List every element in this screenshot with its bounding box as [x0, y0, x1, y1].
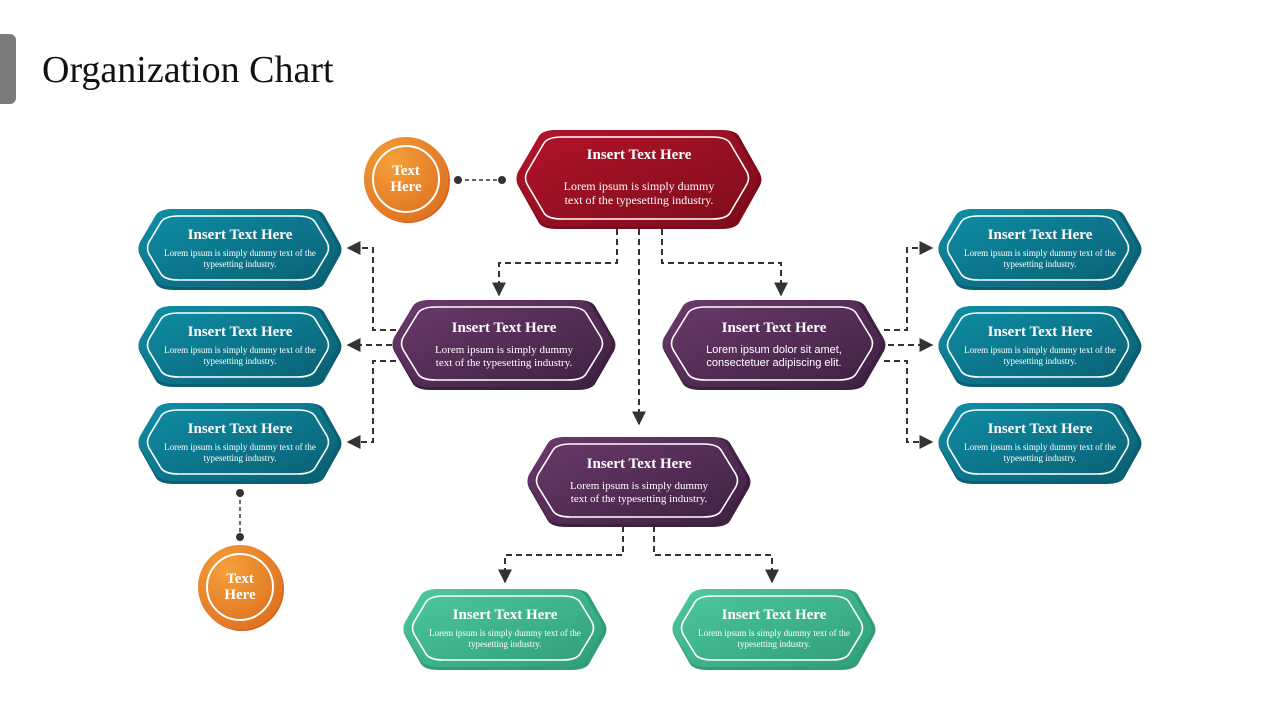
badge-circle-inner: Text Here [206, 553, 274, 621]
connector-dot [454, 176, 462, 184]
hexagon-inner-outline [411, 595, 595, 661]
connector-dot [236, 533, 244, 541]
org-node-body: Lorem ipsum is simply dummy text of the … [164, 345, 316, 366]
hexagon-fill [516, 130, 758, 226]
badge-circle-inner: Text Here [372, 145, 440, 213]
hexagon-inner-outline [146, 215, 330, 281]
org-node-title: Insert Text Here [987, 227, 1093, 243]
hexagon-shape [403, 589, 607, 670]
org-node-mid-left[interactable]: Insert Text Here Lorem ipsum is simply d… [390, 299, 618, 391]
badge-line-2: Here [224, 587, 256, 603]
org-node-title: Insert Text Here [586, 147, 692, 163]
hexagon-fill [672, 589, 872, 667]
page-title: Organization Chart [42, 49, 334, 91]
org-node-body: Lorem ipsum is simply dummy text of the … [429, 628, 581, 649]
org-node-title: Insert Text Here [586, 456, 692, 472]
hexagon-shape [672, 589, 876, 670]
org-node-top[interactable]: Insert Text Here Lorem ipsum is simply d… [514, 129, 764, 230]
badge-line-1: Text [226, 571, 254, 587]
hexagon-inner-outline [524, 136, 750, 220]
connector-top-to-mid-right [661, 229, 788, 297]
hexagon-inner-outline [680, 595, 864, 661]
org-node-body: Lorem ipsum is simply dummy text of the … [164, 248, 316, 269]
hexagon-shape [938, 306, 1142, 387]
org-node-bottom-2[interactable]: Insert Text Here Lorem ipsum is simply d… [670, 588, 878, 671]
hexagon-inner-outline [146, 312, 330, 378]
slide-accent-bar [0, 34, 16, 104]
org-node-body: Lorem ipsum is simply dummy text of the … [964, 345, 1116, 366]
connector-dot [236, 489, 244, 497]
connector-mid-right-to-right-1 [884, 241, 934, 331]
hexagon-shape [138, 403, 342, 484]
org-node-title: Insert Text Here [451, 320, 557, 336]
hexagon-fill [138, 306, 338, 384]
hexagon-fill [138, 209, 338, 287]
hexagon-shape [138, 306, 342, 387]
hexagon-shape [527, 437, 751, 527]
hexagon-shape [516, 130, 762, 229]
hexagon-fill [662, 300, 882, 387]
hexagon-fill [392, 300, 612, 387]
org-node-left-1[interactable]: Insert Text Here Lorem ipsum is simply d… [136, 208, 344, 291]
org-node-title: Insert Text Here [187, 421, 293, 437]
hexagon-inner-outline [946, 215, 1130, 281]
org-node-body: Lorem ipsum is simply dummy text of the … [434, 344, 574, 369]
hexagon-fill [527, 437, 747, 524]
org-node-body: Lorem ipsum dolor sit amet, consectetuer… [706, 344, 842, 369]
org-node-body: Lorem ipsum is simply dummy text of the … [698, 628, 850, 649]
org-node-title: Insert Text Here [987, 421, 1093, 437]
hexagon-fill [938, 403, 1138, 481]
hexagon-shape [392, 300, 616, 390]
hexagon-shape [938, 209, 1142, 290]
badge-circle-top[interactable]: Text Here [364, 137, 448, 221]
org-node-left-3[interactable]: Insert Text Here Lorem ipsum is simply d… [136, 402, 344, 485]
org-node-body: Lorem ipsum is simply dummy text of the … [569, 480, 709, 505]
org-node-body: Lorem ipsum is simply dummy text of the … [964, 248, 1116, 269]
org-node-title: Insert Text Here [187, 324, 293, 340]
hexagon-fill [138, 403, 338, 481]
hexagon-fill [403, 589, 603, 667]
org-node-center[interactable]: Insert Text Here Lorem ipsum is simply d… [525, 436, 753, 528]
hexagon-fill [938, 306, 1138, 384]
connector-center-to-bottom-2 [653, 526, 779, 584]
hexagon-shape [138, 209, 342, 290]
org-node-body: Lorem ipsum is simply dummy text of the … [563, 179, 715, 207]
hexagon-inner-outline [400, 306, 604, 381]
org-node-title: Insert Text Here [452, 607, 558, 623]
connector-mid-left-to-left-3 [346, 360, 396, 449]
org-node-body: Lorem ipsum is simply dummy text of the … [164, 442, 316, 463]
org-node-title: Insert Text Here [721, 320, 827, 336]
connector-top-to-mid-left [492, 229, 618, 297]
org-node-title: Insert Text Here [721, 607, 827, 623]
org-node-mid-right[interactable]: Insert Text Here Lorem ipsum dolor sit a… [660, 299, 888, 391]
org-node-right-1[interactable]: Insert Text Here Lorem ipsum is simply d… [936, 208, 1144, 291]
hexagon-inner-outline [535, 443, 739, 518]
hexagon-fill [938, 209, 1138, 287]
org-node-right-3[interactable]: Insert Text Here Lorem ipsum is simply d… [936, 402, 1144, 485]
org-node-title: Insert Text Here [987, 324, 1093, 340]
org-node-body: Lorem ipsum is simply dummy text of the … [964, 442, 1116, 463]
hexagon-inner-outline [670, 306, 874, 381]
connector-mid-right-to-right-3 [884, 360, 934, 449]
hexagon-inner-outline [146, 409, 330, 475]
connector-mid-left-to-left-1 [346, 241, 396, 331]
badge-line-2: Here [390, 179, 422, 195]
hexagon-shape [662, 300, 886, 390]
connector-dot [498, 176, 506, 184]
connector-center-to-bottom-1 [498, 526, 624, 584]
hexagon-inner-outline [946, 312, 1130, 378]
org-node-right-2[interactable]: Insert Text Here Lorem ipsum is simply d… [936, 305, 1144, 388]
org-node-left-2[interactable]: Insert Text Here Lorem ipsum is simply d… [136, 305, 344, 388]
org-node-title: Insert Text Here [187, 227, 293, 243]
hexagon-inner-outline [946, 409, 1130, 475]
org-node-bottom-1[interactable]: Insert Text Here Lorem ipsum is simply d… [401, 588, 609, 671]
badge-line-1: Text [392, 163, 420, 179]
badge-circle-bottom[interactable]: Text Here [198, 545, 282, 629]
hexagon-shape [938, 403, 1142, 484]
